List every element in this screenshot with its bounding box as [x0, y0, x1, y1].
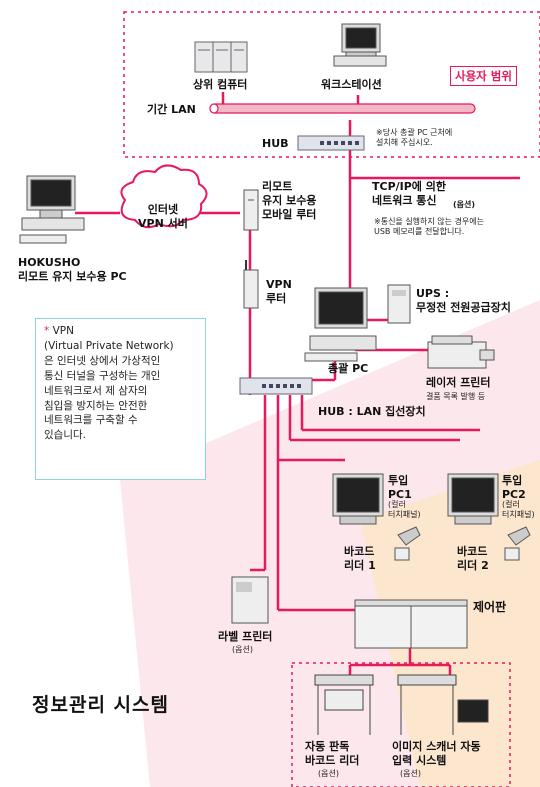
label-printer-label: 라벨 프린터: [218, 630, 273, 643]
tcpip-option: (옵션): [453, 200, 476, 209]
tcpip-note: ※통신을 실행하지 않는 경우에는 USB 메모리를 전달합니다.: [374, 217, 485, 237]
hokusho-pc-label: HOKUSHO 리모트 유지 보수용 PC: [18, 256, 127, 283]
barcode-reader2-icon: [504, 526, 531, 561]
barcode-reader2-label: 바코드 리더 2: [457, 545, 489, 572]
internet-cloud-icon: [120, 164, 208, 229]
control-panel-label: 제어판: [473, 600, 507, 614]
auto-barcode-icon: [314, 674, 374, 735]
laser-printer-note: 결품 목록 발행 등: [426, 392, 486, 401]
vpn-note-heading: VPN: [52, 325, 74, 337]
master-pc-icon: [304, 287, 377, 362]
image-scanner-label: 이미지 스캐너 자동 입력 시스템: [392, 740, 481, 767]
control-panel-icon: [354, 599, 468, 649]
vpn-router-label: VPN 루터: [266, 278, 292, 305]
barcode-reader1-label: 바코드 리더 1: [344, 545, 376, 572]
option-area-border: [291, 662, 511, 787]
input-pc2-icon: [447, 473, 499, 525]
auto-barcode-option: (옵션): [318, 769, 339, 778]
laser-printer-icon: [427, 335, 495, 369]
master-pc-label: 총괄 PC: [328, 362, 369, 375]
hub-lan-icon: [239, 377, 313, 395]
backbone-lan-pipe: [209, 103, 476, 114]
internet-vpn-label: 인터넷 VPN 서버: [138, 203, 188, 230]
host-computer-label: 상위 컴퓨터: [193, 78, 248, 91]
system-title: 정보관리 시스템: [32, 694, 169, 716]
hub-top-icon: [297, 135, 365, 151]
laser-printer-label: 레이저 프린터: [426, 376, 491, 389]
mobile-router-icon: [243, 189, 259, 231]
label-printer-option: (옵션): [232, 645, 253, 654]
workstation-label: 워크스테이션: [321, 78, 382, 91]
input-pc1-note: (컬러 터치패널): [388, 500, 421, 520]
workstation-icon: [333, 23, 387, 67]
vpn-note-star: *: [44, 325, 50, 337]
image-scanner-icon: [397, 674, 489, 735]
input-pc2-note: (컬러 터치패널): [502, 500, 535, 520]
user-range-label: 사용자 범위: [450, 66, 517, 86]
input-pc2-label: 투입 PC2: [502, 474, 526, 501]
input-pc1-label: 투입 PC1: [388, 474, 412, 501]
hokusho-pc-icon: [19, 175, 85, 244]
input-pc1-icon: [332, 473, 384, 525]
label-printer-icon: [231, 576, 269, 624]
remote-router-label: 리모트 유지 보수용 모바일 루터: [262, 180, 317, 221]
auto-barcode-label: 자동 판독 바코드 리더: [305, 740, 360, 767]
hub-top-label: HUB: [262, 137, 289, 150]
vpn-router-icon: [243, 260, 259, 309]
image-scanner-option: (옵션): [400, 769, 421, 778]
vpn-note-box: * VPN (Virtual Private Network) 은 인터넷 상에…: [35, 318, 206, 480]
hub-lan-label: HUB : LAN 집선장치: [318, 405, 426, 418]
ups-label: UPS : 무정전 전원공급장치: [416, 287, 511, 314]
barcode-reader1-icon: [394, 526, 421, 561]
vpn-note-body: (Virtual Private Network) 은 인터넷 상에서 가상적인…: [44, 339, 174, 442]
backbone-lan-label: 기간 LAN: [147, 103, 196, 116]
ups-icon: [387, 284, 411, 324]
tcpip-label: TCP/IP에 의한 네트워크 통신: [372, 180, 446, 207]
host-computer-icon: [194, 41, 248, 73]
hub-top-note: ※당사 총괄 PC 근처에 설치해 주십시오.: [376, 128, 453, 148]
